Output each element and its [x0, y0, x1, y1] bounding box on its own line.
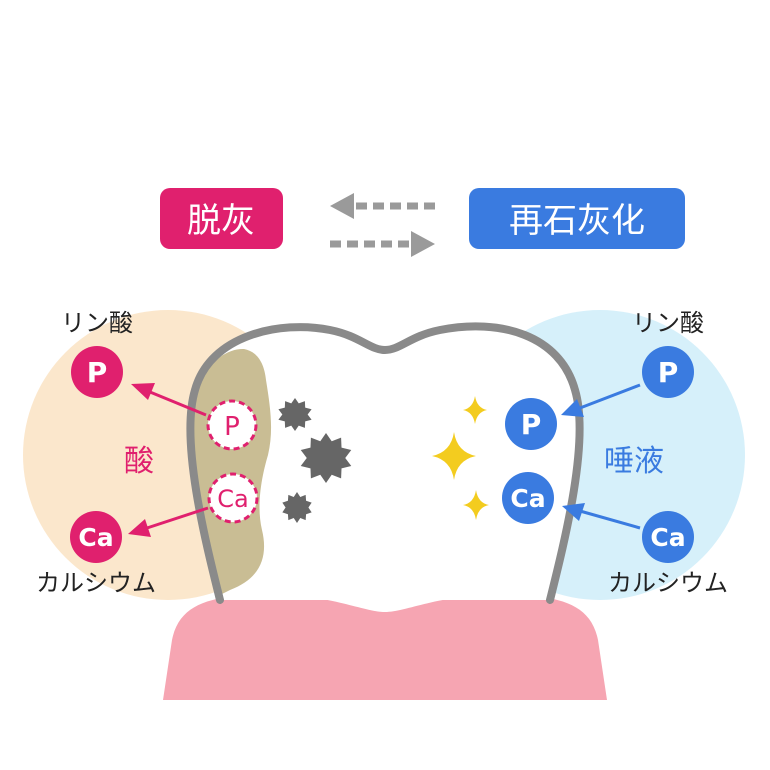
demineralization-title: 脱灰 [187, 201, 255, 241]
calcium-uptake-arrow [562, 503, 641, 530]
damage-burst-icon [300, 433, 352, 483]
absorbed-phosphorus-ion [505, 398, 557, 450]
right-phosphorus-symbol: P [658, 356, 679, 389]
damage-burst-icon [282, 492, 312, 523]
remineralization-badge [469, 188, 685, 249]
phosphorus-release-arrow [131, 383, 207, 417]
right-calcium-label: カルシウム [608, 569, 728, 597]
demineralization-badge [160, 188, 283, 249]
damage-burst-icon [278, 398, 312, 431]
gum [163, 594, 607, 700]
left-calcium-label: カルシウム [36, 569, 156, 597]
dissolving-calcium-symbol: Ca [217, 485, 248, 513]
right-calcium-ion [642, 511, 694, 563]
right-calcium-symbol: Ca [650, 523, 685, 552]
phosphorus-uptake-arrow [561, 383, 641, 417]
left-calcium-symbol: Ca [78, 523, 113, 552]
absorbed-calcium-ion [502, 472, 554, 524]
acid-label: 酸 [124, 444, 154, 479]
forward-arrow [330, 231, 435, 257]
left-phosphate-label: リン酸 [61, 309, 133, 337]
dissolving-phosphorus-ion [206, 399, 258, 451]
saliva-label: 唾液 [604, 444, 664, 479]
right-phosphate-label: リン酸 [632, 309, 704, 337]
absorbed-phosphorus-symbol: P [521, 408, 542, 441]
left-calcium-ion [70, 511, 122, 563]
absorbed-calcium-symbol: Ca [510, 484, 545, 513]
remineralization-title: 再石灰化 [509, 201, 645, 241]
right-phosphorus-ion [642, 346, 694, 398]
sparkle-icon [463, 490, 489, 520]
sparkle-icon [432, 432, 476, 480]
sparkle-icon [463, 396, 487, 424]
dissolving-calcium-ion [207, 472, 259, 524]
reverse-arrow [330, 193, 435, 219]
tooth [190, 326, 580, 600]
left-phosphorus-ion [71, 346, 123, 398]
dissolving-phosphorus-symbol: P [224, 412, 240, 442]
left-phosphorus-symbol: P [87, 356, 108, 389]
calcium-release-arrow [128, 506, 209, 537]
